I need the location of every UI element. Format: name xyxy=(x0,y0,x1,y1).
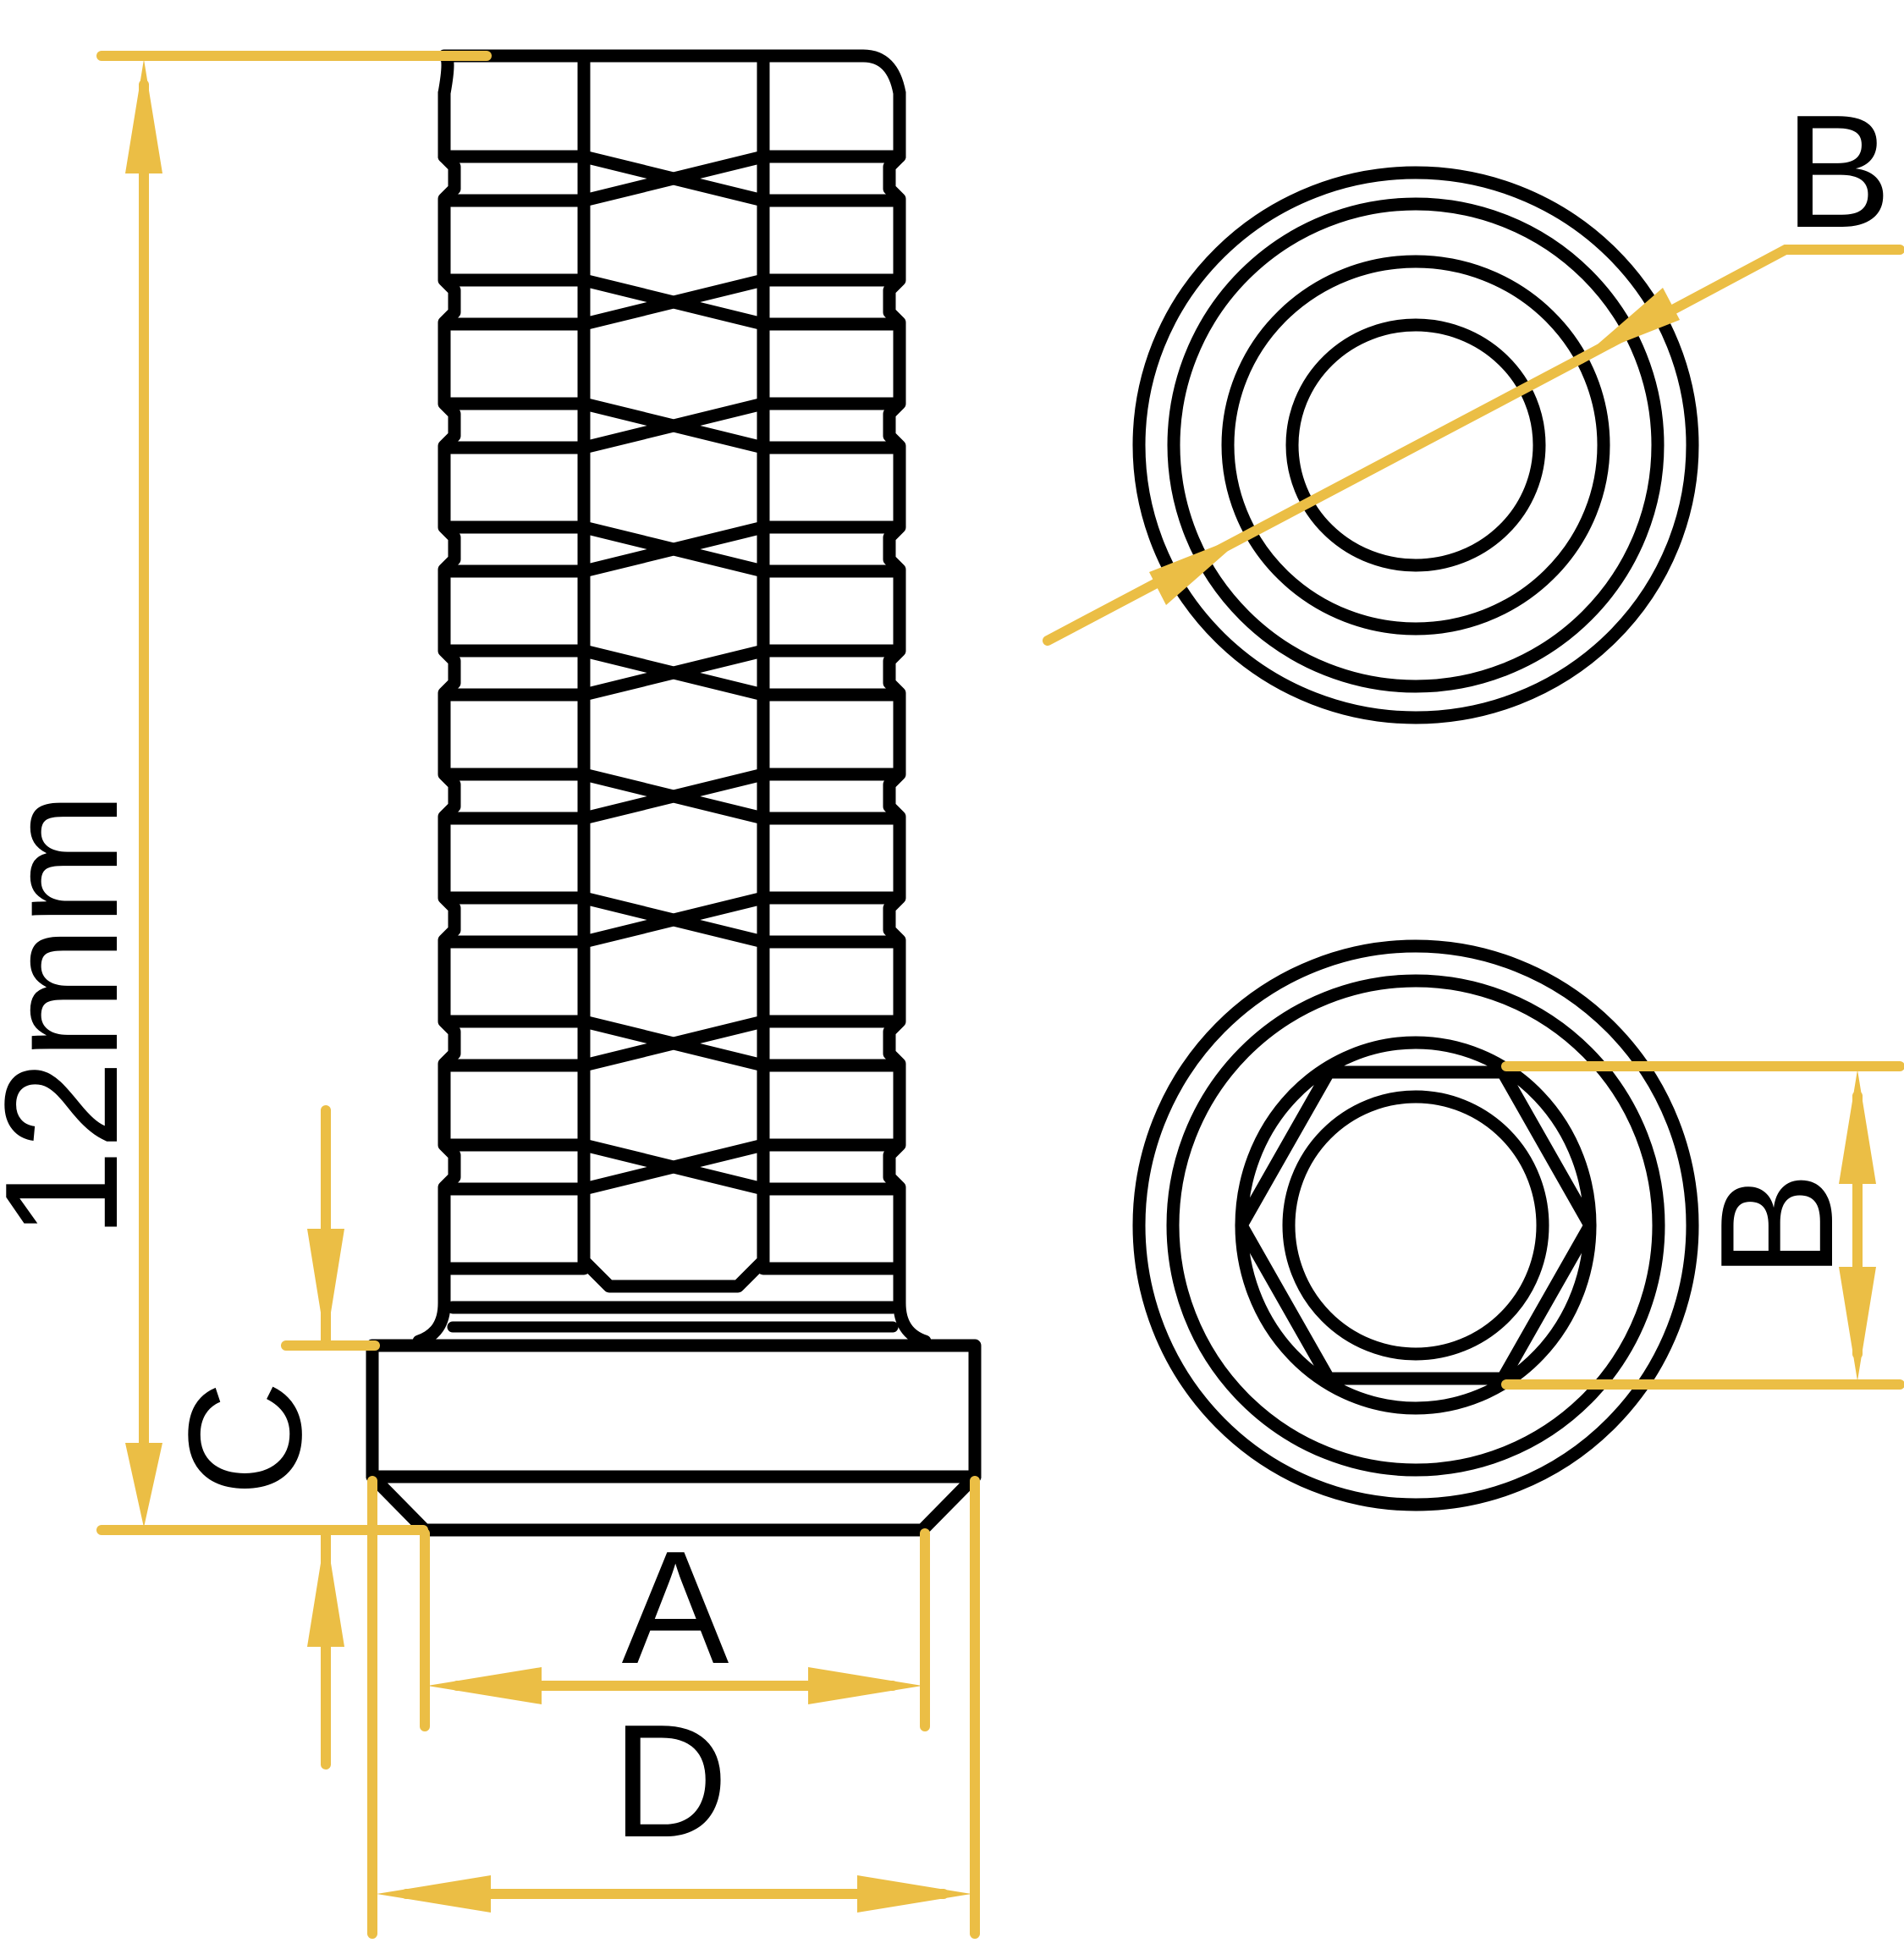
bottom-view xyxy=(1132,939,1699,1511)
thread-helix-line xyxy=(577,150,770,207)
top-inner-ring xyxy=(1285,318,1546,572)
thread-helix-line xyxy=(577,520,770,578)
top-dia-dimension-line xyxy=(1043,354,1586,646)
dimension-lines xyxy=(96,51,1904,1939)
head-height-arrow-bottom xyxy=(307,1532,344,1647)
thread-dia-arrow-left xyxy=(427,1667,542,1704)
top-diameter-label: B xyxy=(1785,82,1892,261)
hex-across-flats-label: B xyxy=(1687,1172,1867,1280)
thread-helix-line xyxy=(577,768,770,825)
top-view xyxy=(1132,166,1699,724)
thread-dia-arrow-right xyxy=(808,1667,922,1704)
screw-side-view xyxy=(366,49,982,1537)
thread-runout xyxy=(577,1254,770,1293)
thread-lines xyxy=(444,49,900,1275)
thread-helix-line xyxy=(577,397,770,454)
hex-socket xyxy=(1235,1065,1597,1385)
thread-helix-line xyxy=(577,1015,770,1072)
length-arrow-top xyxy=(125,59,162,173)
length-label: 12mm xyxy=(0,792,151,1239)
head-height-label: C xyxy=(156,1380,335,1496)
hex-arrow-top xyxy=(1839,1070,1876,1184)
top-dia-arrow-upper xyxy=(1581,288,1680,359)
top-dia-arrow-lower xyxy=(1149,533,1248,605)
hex-arrow-bottom xyxy=(1839,1267,1876,1381)
bottom-inner-ring xyxy=(1282,1090,1549,1361)
length-arrow-bottom xyxy=(125,1443,162,1527)
top-ring-3 xyxy=(1221,255,1610,636)
thread-diameter-label: A xyxy=(622,1518,729,1698)
screw-head xyxy=(366,1339,982,1483)
head-height-arrow-top xyxy=(307,1229,344,1344)
bottom-outer-ring xyxy=(1132,939,1699,1511)
head-dia-arrow-left xyxy=(377,1875,491,1913)
top-ring-2 xyxy=(1167,197,1665,693)
top-outer-ring xyxy=(1132,166,1699,724)
thread-helix-line xyxy=(577,1138,770,1196)
head-dia-arrow-right xyxy=(857,1875,971,1913)
thread-helix-line xyxy=(577,273,770,331)
thread-helix-line xyxy=(577,644,770,702)
bottom-ring-2 xyxy=(1166,974,1665,1477)
head-chamfer xyxy=(366,1470,982,1537)
shank-tip xyxy=(437,49,906,163)
head-diameter-label: D xyxy=(612,1692,728,1871)
thread-helix-line xyxy=(577,891,770,949)
